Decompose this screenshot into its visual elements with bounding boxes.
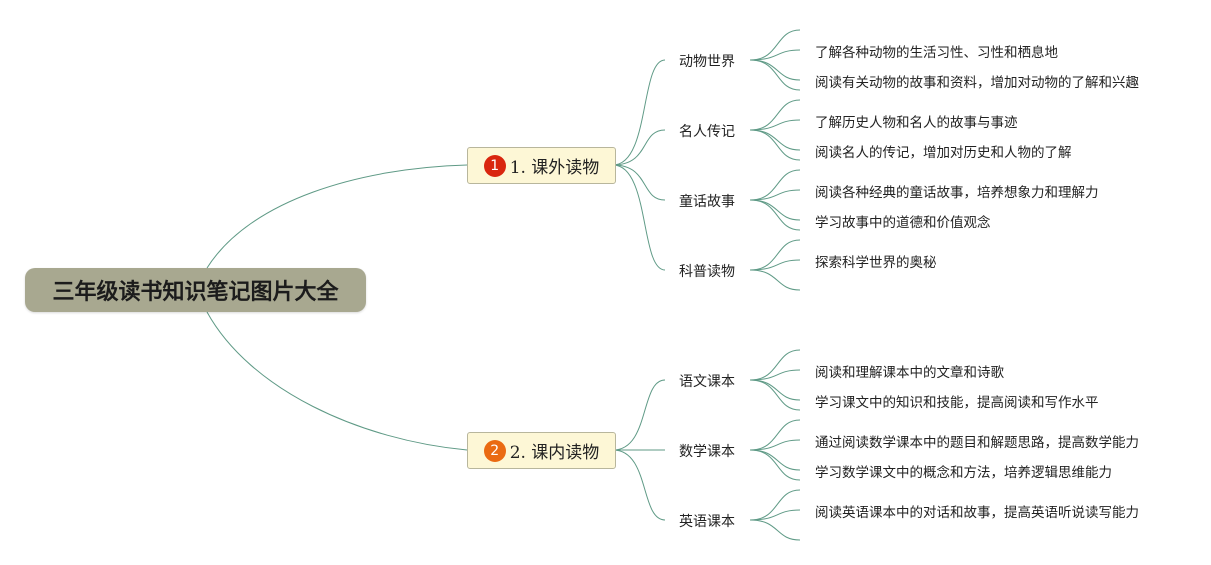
- leaf-item[interactable]: 阅读和理解课本中的文章和诗歌: [815, 365, 1004, 381]
- connector-s21-top: [749, 349, 801, 381]
- subtopic-fairy-tales[interactable]: 童话故事: [679, 194, 735, 210]
- connector-s14-a: [749, 259, 801, 271]
- leaf-item[interactable]: 学习课文中的知识和技能，提高阅读和写作水平: [815, 395, 1099, 411]
- connector-s21-bottom: [749, 379, 801, 411]
- connector-s22-a: [749, 439, 801, 451]
- root-node[interactable]: 三年级读书知识笔记图片大全: [25, 268, 366, 312]
- connector-root-branch-2: [206, 311, 468, 451]
- leaf-item[interactable]: 学习故事中的道德和价值观念: [815, 215, 991, 231]
- subtopic-math-textbook[interactable]: 数学课本: [679, 444, 735, 460]
- connector-s14-top: [749, 239, 801, 271]
- connector-s12-top: [749, 99, 801, 131]
- connector-s14-bottom: [749, 269, 801, 291]
- connector-b2-sub3: [612, 449, 666, 521]
- leaf-item[interactable]: 了解历史人物和名人的故事与事迹: [815, 115, 1018, 131]
- connector-s13-b: [749, 199, 801, 221]
- connector-s11-a: [749, 49, 801, 61]
- leaf-item[interactable]: 学习数学课文中的概念和方法，培养逻辑思维能力: [815, 465, 1112, 481]
- connector-s23-top: [749, 489, 801, 521]
- connector-s13-a: [749, 189, 801, 201]
- subtopic-animal-world[interactable]: 动物世界: [679, 54, 735, 70]
- leaf-item[interactable]: 了解各种动物的生活习性、习性和栖息地: [815, 45, 1058, 61]
- leaf-item[interactable]: 探索科学世界的奥秘: [815, 255, 937, 271]
- connector-b1-sub4: [612, 164, 666, 271]
- connector-s13-top: [749, 169, 801, 201]
- connector-b2-sub1: [612, 379, 666, 451]
- connector-s21-b: [749, 379, 801, 401]
- connector-b1-sub2: [612, 129, 666, 166]
- connector-s22-top: [749, 419, 801, 451]
- connector-s13-bottom: [749, 199, 801, 231]
- leaf-item[interactable]: 阅读有关动物的故事和资料，增加对动物的了解和兴趣: [815, 75, 1139, 91]
- connector-root-branch-1: [206, 164, 468, 269]
- connector-s22-b: [749, 449, 801, 471]
- connector-s11-top: [749, 29, 801, 61]
- connector-s21-a: [749, 369, 801, 381]
- root-title: 三年级读书知识笔记图片大全: [52, 280, 339, 305]
- connector-s11-b: [749, 59, 801, 81]
- connector-b1-sub3: [612, 164, 666, 201]
- subtopic-chinese-textbook[interactable]: 语文课本: [679, 374, 735, 390]
- branch-node-extracurricular[interactable]: 1 1. 课外读物: [467, 147, 616, 184]
- leaf-item[interactable]: 阅读名人的传记，增加对历史和人物的了解: [815, 145, 1072, 161]
- connector-s23-a: [749, 509, 801, 521]
- connector-s12-a: [749, 119, 801, 131]
- branch-node-in-class[interactable]: 2 2. 课内读物: [467, 432, 616, 469]
- subtopic-english-textbook[interactable]: 英语课本: [679, 514, 735, 530]
- branch-label: 1. 课外读物: [509, 158, 600, 178]
- connector-s22-bottom: [749, 449, 801, 481]
- branch-label: 2. 课内读物: [509, 443, 600, 463]
- connector-s23-bottom: [749, 519, 801, 541]
- subtopic-popular-science[interactable]: 科普读物: [679, 264, 735, 280]
- connector-s12-bottom: [749, 129, 801, 161]
- subtopic-biographies[interactable]: 名人传记: [679, 124, 735, 140]
- connector-s11-bottom: [749, 59, 801, 91]
- connector-s12-b: [749, 129, 801, 151]
- priority-1-badge-icon: 1: [483, 154, 506, 177]
- leaf-item[interactable]: 阅读各种经典的童话故事，培养想象力和理解力: [815, 185, 1099, 201]
- leaf-item[interactable]: 通过阅读数学课本中的题目和解题思路，提高数学能力: [815, 435, 1139, 451]
- leaf-item[interactable]: 阅读英语课本中的对话和故事，提高英语听说读写能力: [815, 505, 1139, 521]
- priority-2-badge-icon: 2: [483, 439, 506, 462]
- connector-b1-sub1: [612, 59, 666, 166]
